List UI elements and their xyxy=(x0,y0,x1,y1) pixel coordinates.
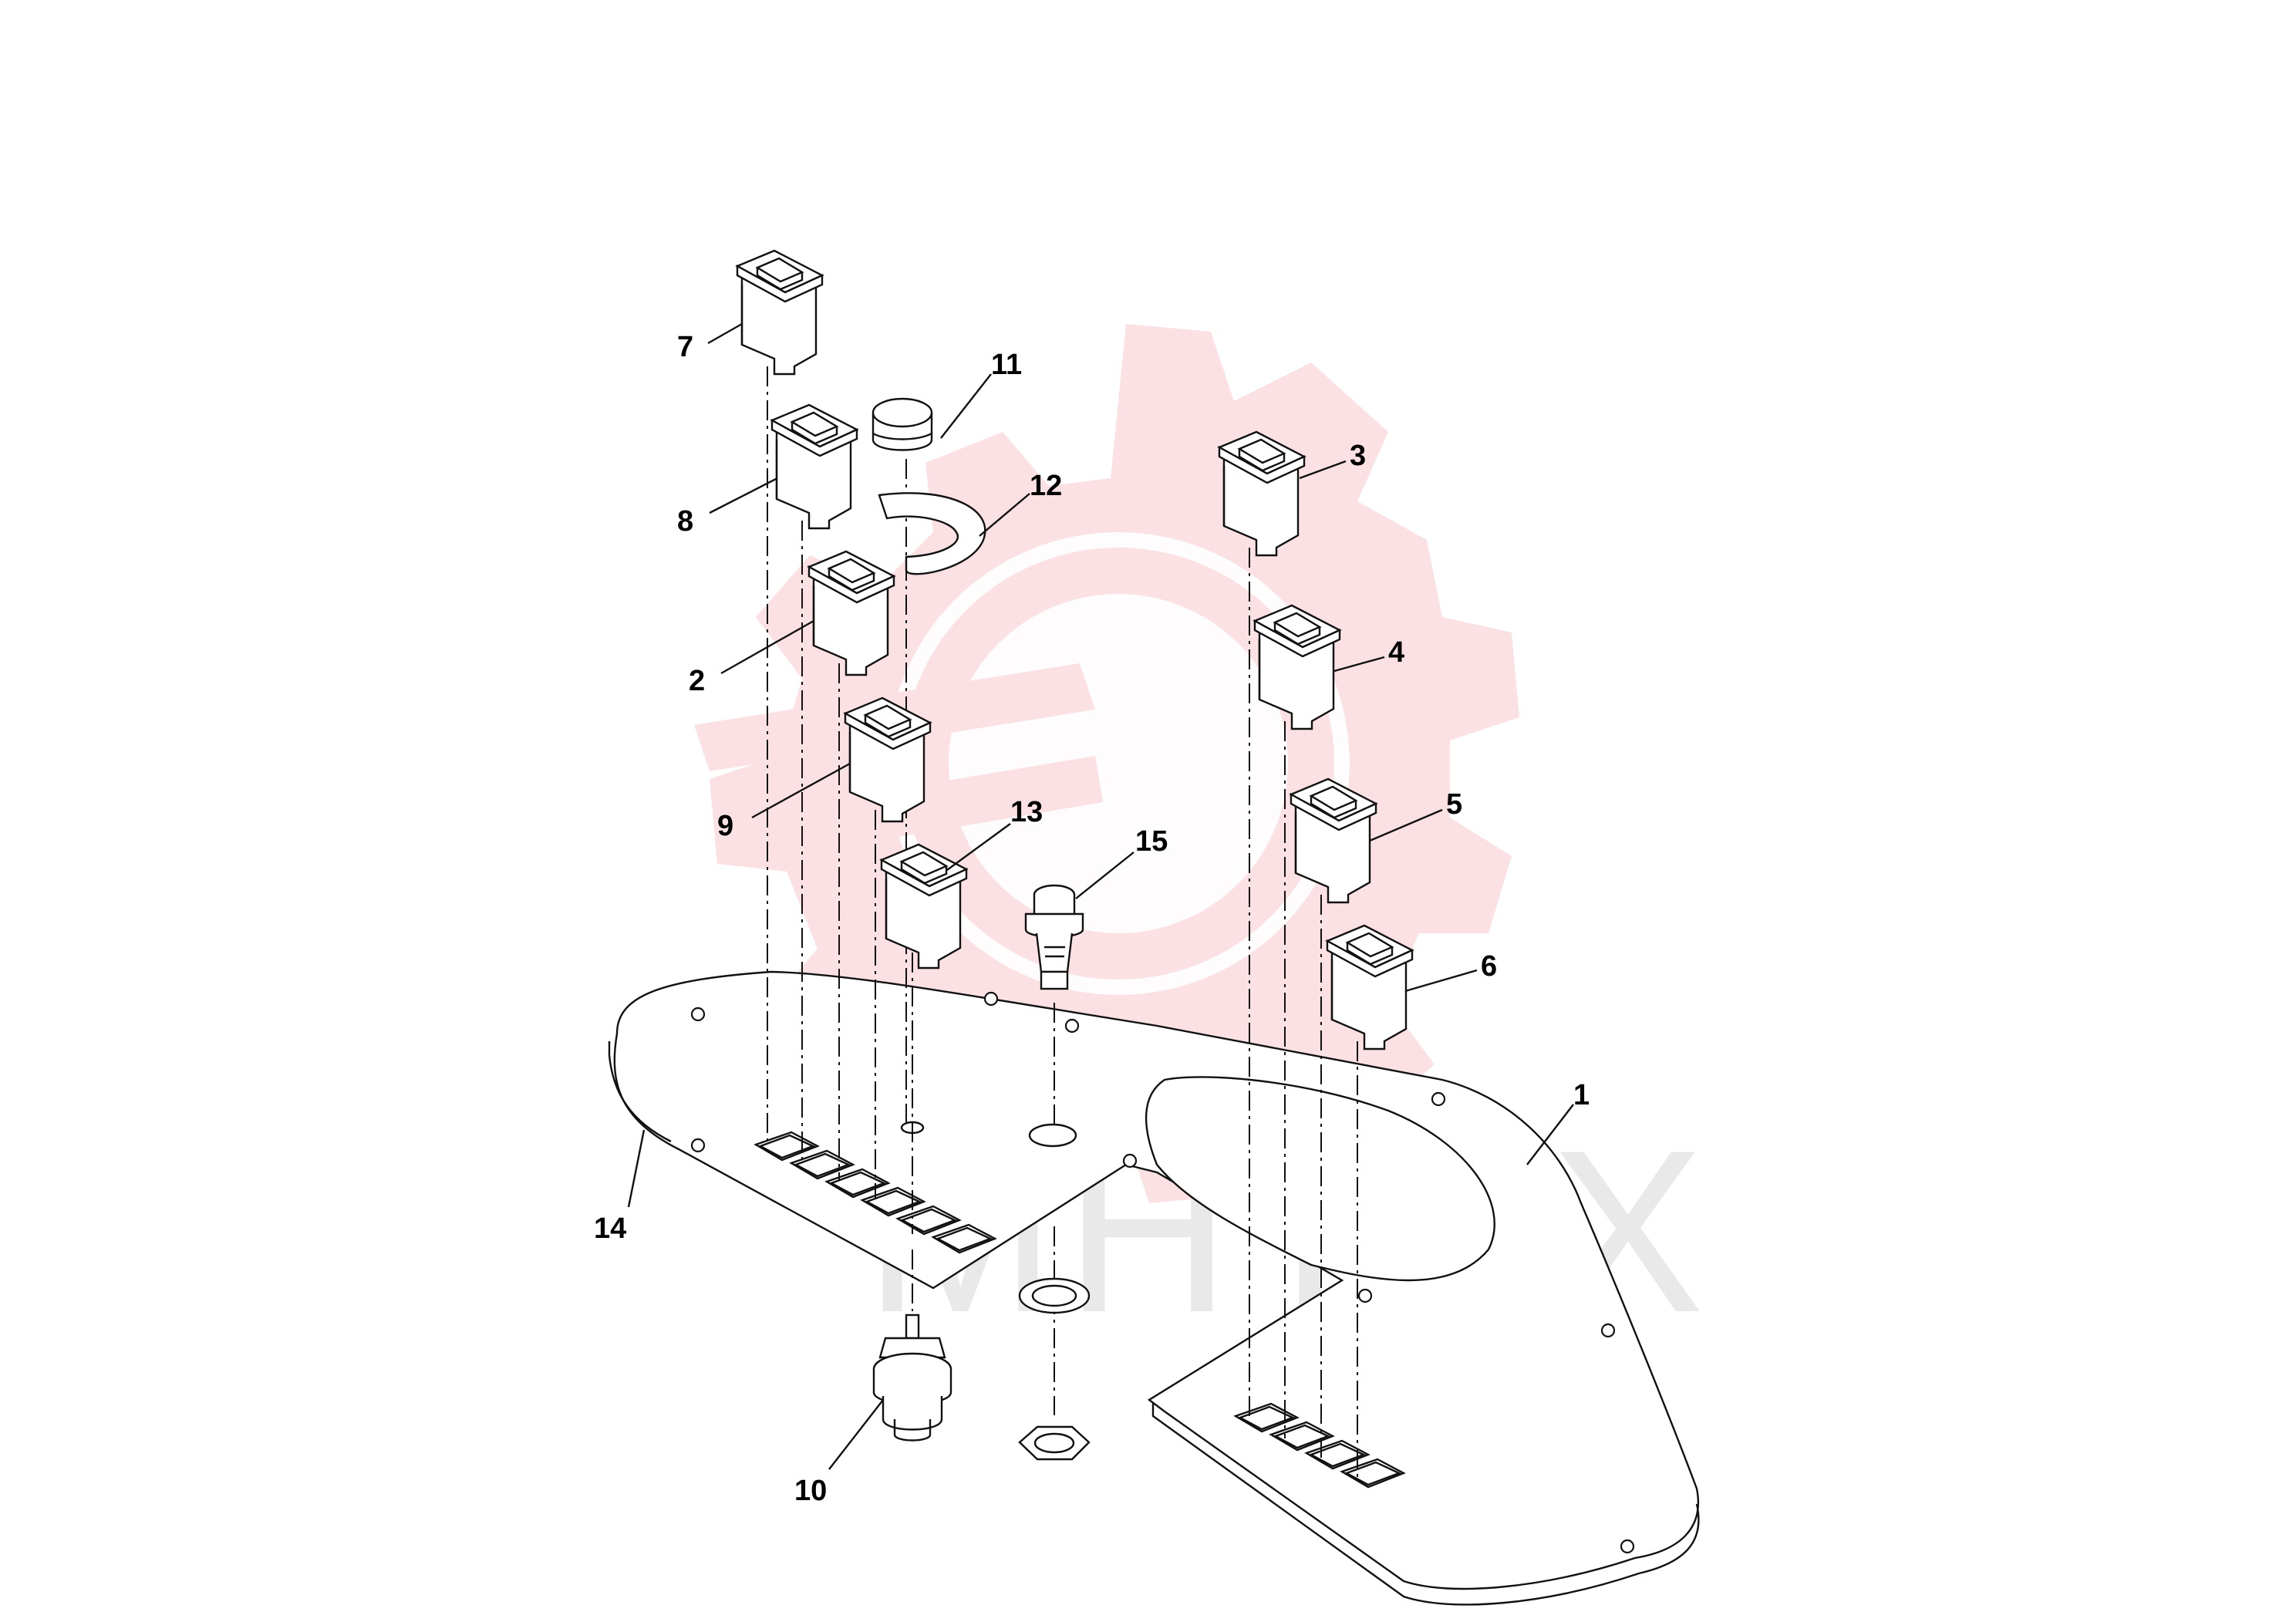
callout-3: 3 xyxy=(1350,440,1366,472)
callout-4: 4 xyxy=(1388,636,1404,669)
callout-7: 7 xyxy=(677,331,693,363)
callout-5: 5 xyxy=(1446,788,1462,821)
callout-2: 2 xyxy=(689,665,705,697)
indicator-lamp-icon xyxy=(1024,884,1084,990)
callout-1: 1 xyxy=(1573,1079,1590,1111)
rocker-switch-7 xyxy=(736,249,824,376)
retaining-ring xyxy=(878,492,986,575)
callout-12: 12 xyxy=(1030,470,1062,502)
callout-8: 8 xyxy=(677,505,693,538)
callout-6: 6 xyxy=(1481,950,1497,983)
callout-15: 15 xyxy=(1135,825,1168,858)
hex-nut xyxy=(1018,1425,1091,1461)
socket-icon xyxy=(872,1313,952,1442)
cap-icon xyxy=(872,397,933,451)
console-panel xyxy=(608,970,1700,1606)
callout-labels: 7 8 2 9 11 12 13 15 3 4 5 6 1 14 10 xyxy=(594,331,1590,1507)
callout-10: 10 xyxy=(794,1475,827,1507)
callout-14: 14 xyxy=(594,1212,626,1245)
rocker-switch-8 xyxy=(770,403,858,530)
washer xyxy=(1018,1277,1091,1314)
leader-lines xyxy=(627,322,1574,1470)
callout-13: 13 xyxy=(1010,796,1043,828)
callout-11: 11 xyxy=(991,349,1022,381)
callout-9: 9 xyxy=(717,810,733,842)
